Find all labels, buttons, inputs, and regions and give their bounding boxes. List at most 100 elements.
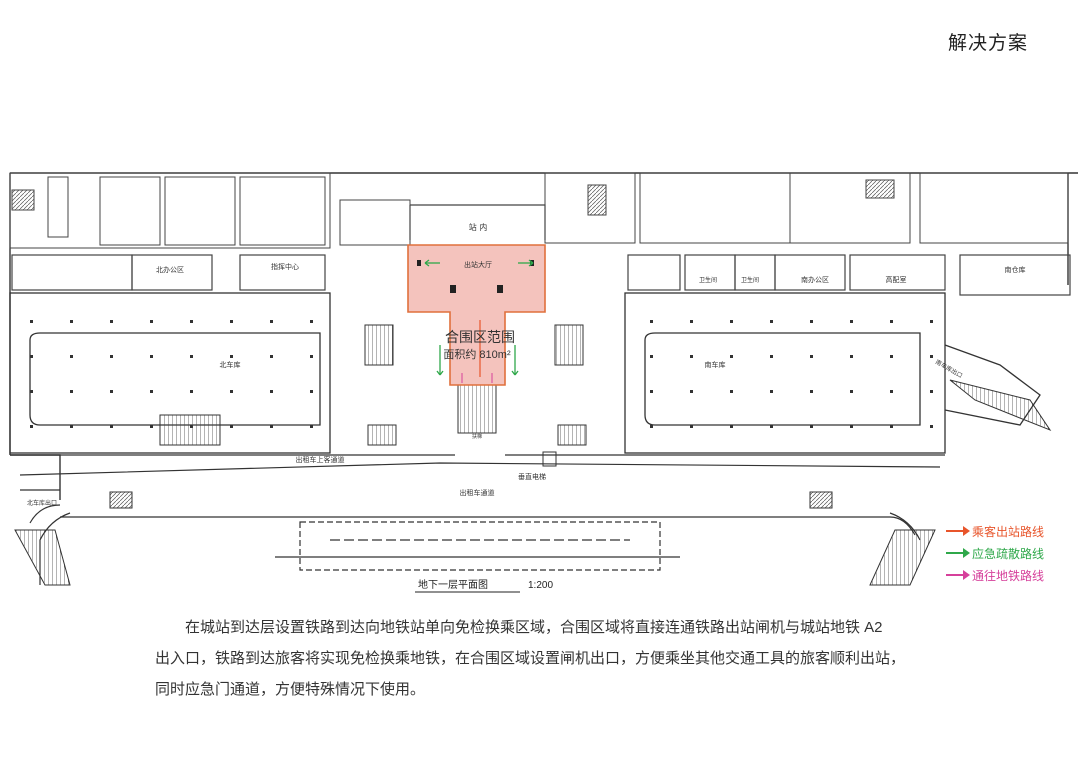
column-mark	[190, 390, 193, 393]
taxi-pickup-channel-label: 出租车上客通道	[296, 455, 345, 464]
stairs-label: 扶梯	[472, 433, 482, 440]
column-mark	[270, 355, 273, 358]
column-grid	[30, 320, 933, 428]
column-mark	[310, 425, 313, 428]
south-office-label: 南办公区	[801, 275, 829, 284]
column-mark	[930, 390, 933, 393]
column-mark	[310, 355, 313, 358]
north-garage-label: 北车库	[220, 360, 241, 369]
column-mark	[850, 390, 853, 393]
column-mark	[70, 425, 73, 428]
vertical-elevator-label: 垂直电梯	[518, 472, 546, 481]
combined-area-size: 面积约 810m²	[443, 348, 511, 361]
column-mark	[850, 425, 853, 428]
vertical-elevator	[109, 451, 833, 509]
legend-metro-route-label: 通往地铁路线	[972, 568, 1045, 583]
upper-rooms	[9, 172, 1069, 249]
column-mark	[190, 355, 193, 358]
garages	[9, 292, 1041, 454]
column-mark	[30, 425, 33, 428]
evacuation-route-arrows	[424, 259, 534, 376]
description-line-2: 出入口，铁路到达旅客将实现免检换乘地铁，在合围区域设置闸机出口，方便乘坐其他交通…	[155, 650, 906, 667]
column-mark	[110, 390, 113, 393]
column-mark	[730, 355, 733, 358]
column-mark	[730, 320, 733, 323]
high-distribution-label: 高配室	[886, 275, 907, 284]
mid-rooms	[11, 254, 1071, 296]
column-mark	[890, 320, 893, 323]
column-mark	[30, 320, 33, 323]
column-mark	[230, 425, 233, 428]
column-mark	[730, 390, 733, 393]
south-garage-exit-label: 南车库出口	[934, 358, 964, 380]
description-line-3: 同时应急门通道，方便特殊情况下使用。	[155, 681, 426, 698]
column-mark	[770, 425, 773, 428]
column-mark	[30, 355, 33, 358]
metro-route-arrows	[461, 373, 493, 383]
column-mark	[270, 390, 273, 393]
combined-area	[407, 244, 546, 386]
combined-area-title: 合围区范围	[445, 329, 515, 345]
column-mark	[150, 390, 153, 393]
taxi-channel-label: 出租车通道	[460, 488, 495, 497]
toilet-label-1: 卫生间	[699, 276, 717, 284]
column-mark	[850, 355, 853, 358]
station-interior	[409, 204, 546, 240]
south-garage-label: 南车库	[705, 360, 726, 369]
column-mark	[770, 390, 773, 393]
plan-title: 地下一层平面图	[418, 578, 488, 591]
column-mark	[890, 355, 893, 358]
south-warehouse-label: 南仓库	[1005, 265, 1026, 274]
column-mark	[150, 355, 153, 358]
column-mark	[930, 425, 933, 428]
column-mark	[110, 425, 113, 428]
column-mark	[890, 425, 893, 428]
exit-hall-label: 出站大厅	[464, 260, 492, 269]
metro-route-arrow-icon	[946, 570, 970, 580]
column-mark	[810, 355, 813, 358]
column-mark	[850, 320, 853, 323]
column-mark	[230, 355, 233, 358]
column-mark	[770, 355, 773, 358]
plan-scale: 1:200	[528, 580, 553, 591]
column-mark	[930, 355, 933, 358]
column-mark	[730, 425, 733, 428]
column-mark	[150, 320, 153, 323]
column-mark	[690, 320, 693, 323]
legend-evacuation-route: 应急疏散路线	[946, 542, 1044, 564]
floor-plan: 站 内 北办公区 指挥中心 南办公区 高配室 卫生间 卫生间 南仓库 北车库 南…	[9, 172, 1078, 593]
column-mark	[70, 390, 73, 393]
column-mark	[270, 425, 273, 428]
exit-route-arrow-icon	[946, 526, 970, 536]
legend-exit-route: 乘客出站路线	[946, 520, 1044, 542]
column-mark	[770, 320, 773, 323]
taxi-channel-lines	[10, 454, 945, 585]
toilet-label-2: 卫生间	[741, 276, 759, 284]
column-mark	[690, 425, 693, 428]
column-mark	[70, 320, 73, 323]
evacuation-route-arrow-icon	[946, 548, 970, 558]
description-text: 在城站到达层设置铁路到达向地铁站单向免检换乘区域，合围区域将直接连通铁路出站闸机…	[155, 612, 955, 705]
column-mark	[190, 320, 193, 323]
column-mark	[810, 425, 813, 428]
column-mark	[810, 390, 813, 393]
column-mark	[650, 425, 653, 428]
column-mark	[270, 320, 273, 323]
column-mark	[150, 425, 153, 428]
stair-blocks	[14, 324, 1052, 586]
column-mark	[650, 355, 653, 358]
station-inside-label: 站 内	[469, 222, 488, 232]
column-mark	[690, 390, 693, 393]
legend-metro-route: 通往地铁路线	[946, 564, 1044, 586]
column-mark	[230, 320, 233, 323]
command-center-label: 指挥中心	[271, 262, 299, 271]
page-header-title: 解决方案	[947, 33, 1028, 54]
north-garage-exit-label: 北车库出口	[27, 499, 57, 507]
column-mark	[30, 390, 33, 393]
column-mark	[690, 355, 693, 358]
column-mark	[310, 320, 313, 323]
column-mark	[650, 320, 653, 323]
column-mark	[890, 390, 893, 393]
column-mark	[70, 355, 73, 358]
column-mark	[930, 320, 933, 323]
